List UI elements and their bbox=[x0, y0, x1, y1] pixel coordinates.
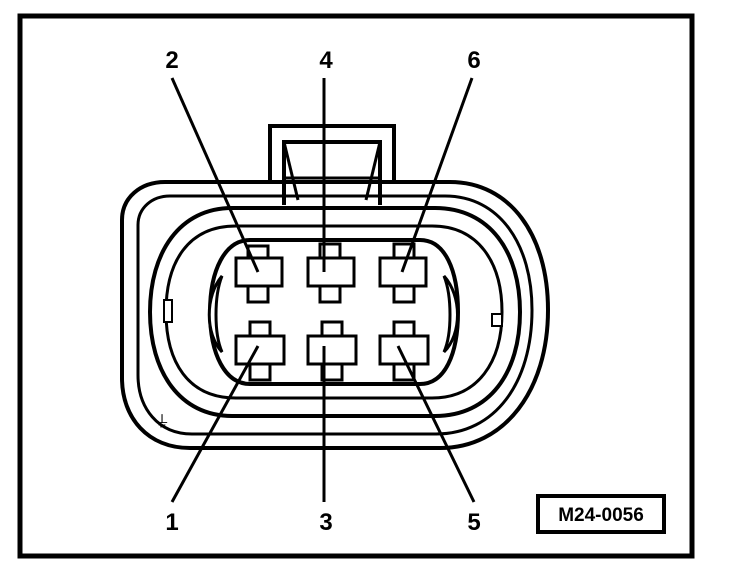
mating-face-inner bbox=[164, 224, 504, 400]
latch-inner bbox=[282, 140, 382, 205]
reference-box bbox=[536, 494, 666, 534]
right-key bbox=[442, 274, 459, 354]
pin-label-6: 6 bbox=[467, 47, 480, 74]
leader-1 bbox=[170, 345, 260, 503]
pin-label-1: 1 bbox=[165, 509, 178, 536]
reference-code: M24-0056 bbox=[558, 505, 644, 526]
pin-label-4: 4 bbox=[319, 47, 333, 74]
diagram-frame bbox=[17, 13, 695, 559]
latch-diag-left bbox=[282, 141, 300, 201]
leader-5 bbox=[396, 345, 476, 503]
latch-outer bbox=[268, 124, 396, 182]
mating-face-outer bbox=[147, 206, 523, 418]
right-nub bbox=[491, 313, 503, 327]
pin-cavity bbox=[207, 238, 461, 386]
left-nub bbox=[163, 299, 173, 323]
terminal-1 bbox=[234, 320, 286, 382]
pin-label-5: 5 bbox=[467, 509, 480, 536]
leader-2 bbox=[170, 77, 260, 273]
latch-diag-right bbox=[364, 141, 382, 201]
pin-terminals bbox=[234, 242, 430, 382]
ground-symbol-icon: ⏚ bbox=[154, 412, 170, 431]
connector-housing bbox=[120, 124, 551, 450]
pin-label-3: 3 bbox=[319, 509, 332, 536]
terminal-3 bbox=[306, 320, 358, 382]
left-key bbox=[207, 275, 224, 354]
leader-6 bbox=[400, 77, 474, 273]
pin-label-2: 2 bbox=[165, 47, 178, 74]
leader-lines bbox=[170, 77, 476, 503]
